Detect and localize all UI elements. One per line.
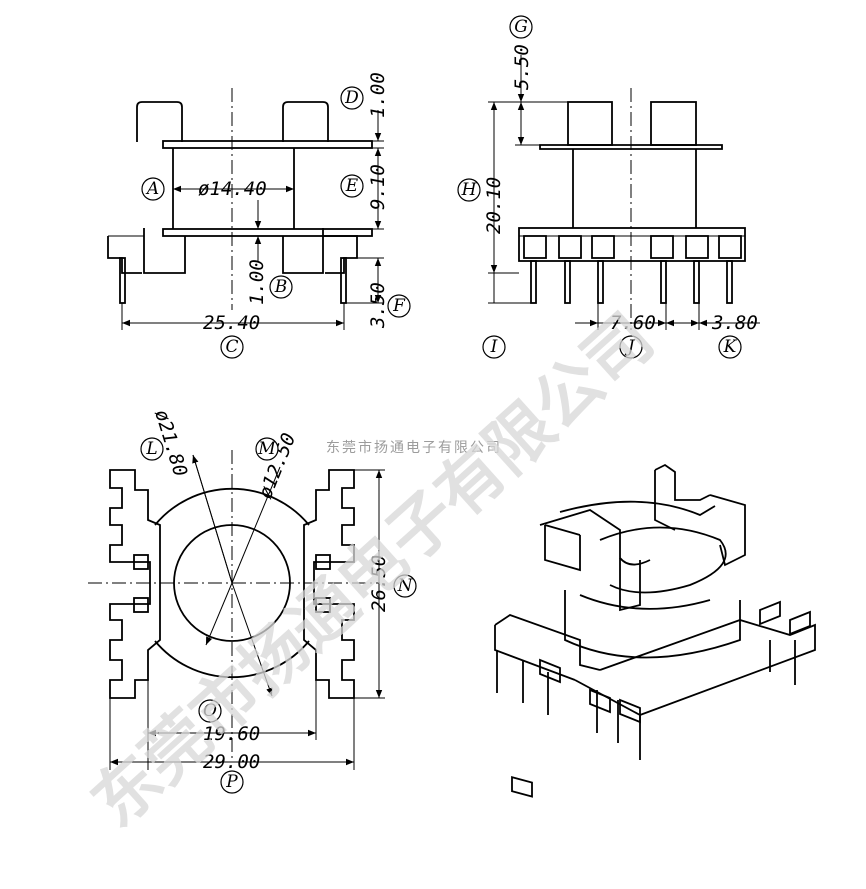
callout-G: G bbox=[509, 15, 533, 39]
watermark-small: 东莞市扬通电子有限公司 bbox=[326, 439, 502, 456]
dim-19-60: 19.60 bbox=[203, 723, 260, 745]
callout-M: M bbox=[255, 437, 279, 461]
svg-text:H: H bbox=[461, 180, 478, 200]
svg-text:L: L bbox=[145, 439, 157, 459]
svg-text:P: P bbox=[225, 772, 238, 792]
callout-F: F bbox=[387, 294, 411, 318]
dim-phi-14-40: ø14.40 bbox=[198, 178, 267, 200]
callout-P: P bbox=[220, 770, 244, 794]
svg-text:B: B bbox=[274, 277, 288, 297]
callout-L: L bbox=[140, 437, 164, 461]
callout-C: C bbox=[220, 335, 244, 359]
callout-H: H bbox=[457, 178, 481, 202]
callout-N: N bbox=[393, 574, 417, 598]
svg-text:N: N bbox=[397, 576, 414, 596]
dim-1-00-top: 1.00 bbox=[367, 72, 389, 118]
dim-1-00-mid: 1.00 bbox=[246, 259, 268, 305]
dim-3-80: 3.80 bbox=[711, 312, 758, 334]
svg-text:C: C bbox=[225, 337, 238, 357]
dim-5-50: 5.50 bbox=[511, 44, 533, 90]
dim-7-60: 7.60 bbox=[610, 312, 656, 334]
callout-D: D bbox=[340, 86, 364, 110]
svg-text:M: M bbox=[257, 439, 276, 459]
callout-J: J bbox=[619, 335, 643, 359]
svg-text:G: G bbox=[514, 17, 528, 37]
side-view: 5.50 20.10 7.60 3.80 bbox=[483, 44, 760, 334]
callout-E: E bbox=[340, 174, 364, 198]
dim-29-00: 29.00 bbox=[203, 751, 260, 773]
svg-text:E: E bbox=[345, 176, 359, 196]
dim-20-10: 20.10 bbox=[483, 177, 505, 234]
callout-A: A bbox=[141, 177, 165, 201]
svg-text:D: D bbox=[344, 88, 359, 108]
svg-text:J: J bbox=[625, 337, 636, 357]
svg-text:O: O bbox=[203, 701, 217, 721]
callout-I: I bbox=[482, 335, 506, 359]
isometric-view bbox=[494, 463, 816, 798]
svg-text:A: A bbox=[145, 179, 159, 199]
front-view: ø14.40 1.00 1.00 9.10 3.50 25.40 bbox=[107, 72, 389, 334]
dim-3-50: 3.50 bbox=[367, 282, 389, 329]
dim-25-40: 25.40 bbox=[203, 312, 260, 334]
dim-9-10: 9.10 bbox=[367, 164, 389, 210]
callout-B: B bbox=[269, 275, 293, 299]
callouts: A B C D E F G H I J K L M N O P bbox=[140, 15, 742, 794]
top-view: 26.50 19.60 29.00 ø21.80 ø12.50 bbox=[88, 407, 390, 773]
svg-text:I: I bbox=[490, 337, 498, 357]
svg-text:K: K bbox=[723, 337, 738, 357]
callout-K: K bbox=[718, 335, 742, 359]
dim-26-50: 26.50 bbox=[368, 555, 390, 612]
callout-O: O bbox=[198, 699, 222, 723]
svg-text:F: F bbox=[392, 296, 406, 316]
